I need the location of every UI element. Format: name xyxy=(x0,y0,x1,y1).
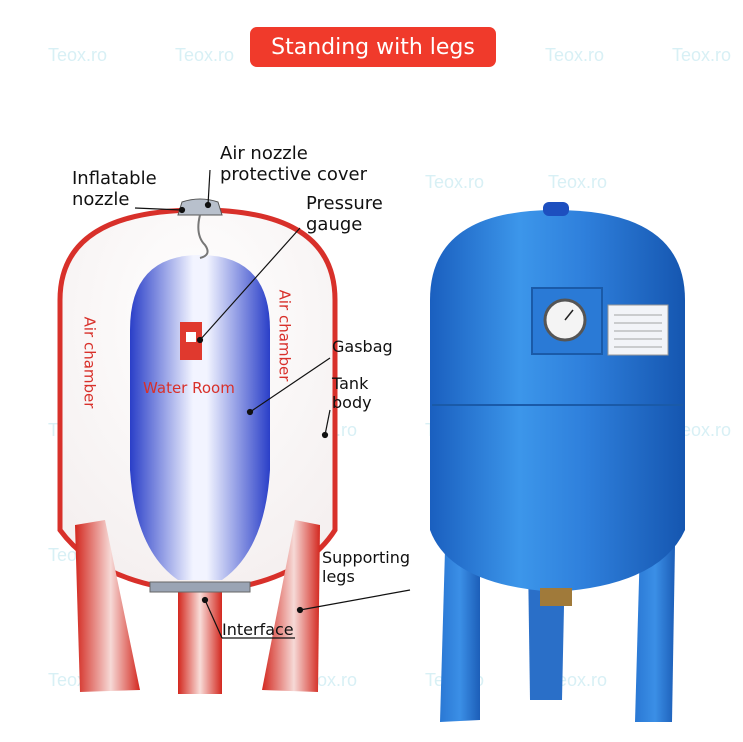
watermark: Teox.ro xyxy=(672,45,732,65)
interface-flange xyxy=(149,581,251,593)
watermark: Teox.ro xyxy=(672,420,732,440)
air-chamber-left-label: Air chamber xyxy=(80,316,99,409)
product-tank xyxy=(430,210,685,592)
inflatable-nozzle-label: Inflatable nozzle xyxy=(72,168,157,210)
watermark: Teox.ro xyxy=(175,45,235,65)
interface-pipe xyxy=(178,590,222,694)
gasbag xyxy=(130,255,270,580)
product-top-cap xyxy=(543,202,569,216)
pressure-gauge-label: Pressure gauge xyxy=(306,193,383,235)
leg-left xyxy=(75,520,140,692)
air-nozzle-cover-label: Air nozzle protective cover xyxy=(220,143,368,185)
product-leg-left xyxy=(440,550,480,722)
inflatable-nozzle-icon xyxy=(177,198,223,216)
title-badge: Standing with legs xyxy=(250,27,496,67)
product-leg-right xyxy=(635,545,675,722)
watermark: Teox.ro xyxy=(425,172,485,192)
watermark: Teox.ro xyxy=(545,45,605,65)
water-room-label: Water Room xyxy=(143,379,235,397)
gasbag-label: Gasbag xyxy=(332,337,393,356)
air-chamber-right-label: Air chamber xyxy=(275,289,294,382)
tank-body-label: Tank body xyxy=(332,374,372,412)
product-fitting xyxy=(540,588,572,606)
watermark: Teox.ro xyxy=(48,45,108,65)
leg-right xyxy=(262,520,320,692)
interface-label: Interface xyxy=(222,620,294,639)
watermark: Teox.ro xyxy=(548,670,608,690)
watermark: Teox.ro xyxy=(548,172,608,192)
product-label-plate xyxy=(607,304,669,356)
supporting-legs-label: Supporting legs xyxy=(322,548,410,586)
